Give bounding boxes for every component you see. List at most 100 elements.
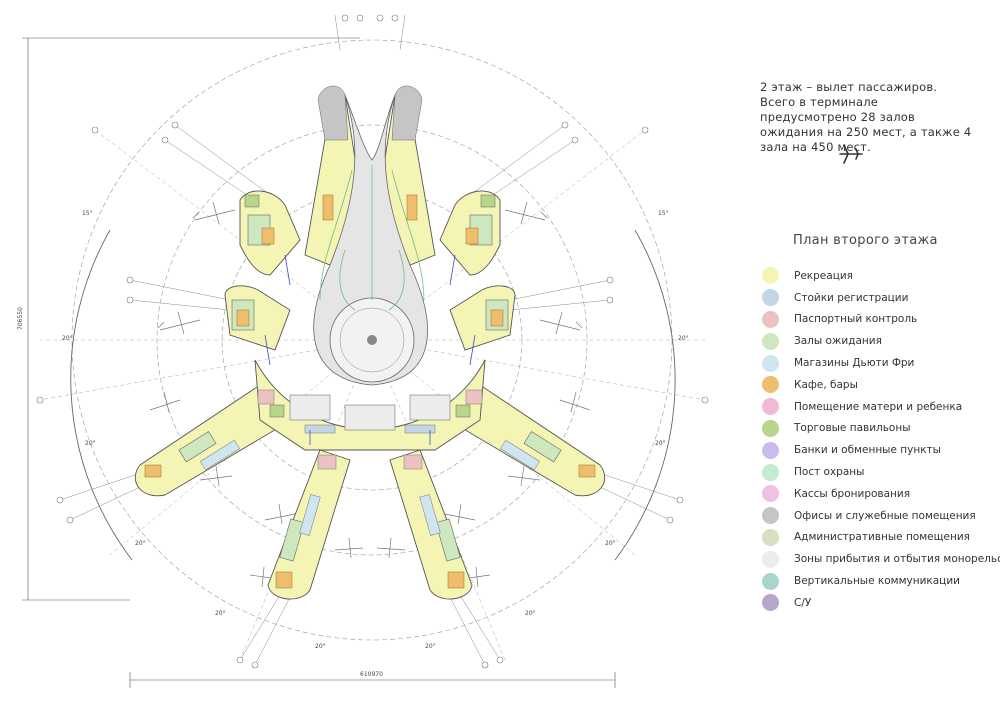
width-dimension-label: 610970 bbox=[360, 671, 383, 678]
legend-swatch bbox=[762, 441, 779, 459]
angle-labels: 15° 15° 20° 20° 20° 20° 20° 20° 20° 20° … bbox=[62, 210, 689, 650]
cafe bbox=[236, 309, 250, 327]
waiting-hall bbox=[435, 518, 461, 562]
gate-markers bbox=[36, 14, 709, 669]
cafe bbox=[465, 227, 479, 245]
legend-title: План второго этажа bbox=[793, 233, 938, 248]
waiting-hall bbox=[178, 431, 217, 463]
legend-item: Паспортный контроль bbox=[762, 309, 992, 331]
legend-swatch bbox=[762, 332, 779, 350]
outer-site-arc bbox=[70, 229, 676, 561]
cafe bbox=[490, 309, 504, 327]
monorail-zone bbox=[289, 394, 331, 421]
legend-label: Зоны прибытия и отбытия монорельса bbox=[794, 553, 1000, 566]
legend-swatch bbox=[762, 507, 779, 525]
legend-label: Административные помещения bbox=[794, 531, 970, 544]
legend-item: Пост охраны bbox=[762, 461, 992, 483]
trade-pavilion bbox=[269, 404, 285, 418]
cafe bbox=[447, 571, 465, 589]
legend-label: Пост охраны bbox=[794, 466, 865, 479]
legend-item: Залы ожидания bbox=[762, 330, 992, 352]
legend-label: Банки и обменные пункты bbox=[794, 444, 941, 457]
angle-label: 20° bbox=[605, 540, 616, 547]
legend-swatch bbox=[762, 594, 779, 612]
service-offices bbox=[391, 85, 423, 141]
legend-label: Залы ожидания bbox=[794, 335, 882, 348]
terminal-building bbox=[134, 85, 606, 600]
landscaping-lines bbox=[319, 165, 425, 311]
south-east-pier bbox=[439, 384, 606, 497]
legend-swatch bbox=[762, 485, 779, 503]
legend-item: Кафе, бары bbox=[762, 374, 992, 396]
duty-free-shop bbox=[419, 494, 441, 536]
legend-label: Кассы бронирования bbox=[794, 487, 911, 500]
cafe bbox=[275, 571, 293, 589]
angle-label: 20° bbox=[215, 610, 226, 617]
passport-control bbox=[465, 389, 483, 405]
passport-control bbox=[317, 454, 337, 470]
angle-label: 20° bbox=[655, 440, 666, 447]
angle-label: 20° bbox=[315, 643, 326, 650]
legend-item: Рекреация bbox=[762, 265, 992, 287]
trade-pavilion bbox=[455, 404, 471, 418]
angle-label: 20° bbox=[62, 335, 73, 342]
legend-swatch bbox=[762, 354, 779, 372]
legend-label: Стойки регистрации bbox=[794, 291, 909, 304]
monorail-zone bbox=[409, 394, 451, 421]
legend-label: Паспортный контроль bbox=[794, 313, 918, 326]
legend-label: Офисы и служебные помещения bbox=[794, 509, 976, 522]
legend-label: С/У bbox=[794, 596, 812, 609]
cafe bbox=[144, 464, 162, 478]
passport-control bbox=[257, 389, 275, 405]
cafe bbox=[406, 194, 418, 221]
legend-swatch bbox=[762, 463, 779, 481]
legend-item: Офисы и служебные помещения bbox=[762, 505, 992, 527]
waiting-hall bbox=[523, 431, 562, 463]
legend-swatch bbox=[762, 550, 779, 568]
passport-control bbox=[403, 454, 423, 470]
legend-item: Помещение матери и ребенка bbox=[762, 396, 992, 418]
radial-gridlines bbox=[39, 129, 706, 661]
legend-label: Кафе, бары bbox=[794, 378, 858, 391]
legend-label: Вертикальные коммуникации bbox=[794, 575, 960, 588]
legend-swatch bbox=[762, 572, 779, 590]
legend-label: Магазины Дьюти Фри bbox=[794, 357, 915, 370]
airplane-icon bbox=[839, 144, 863, 164]
height-dimension-label: 706550 bbox=[17, 307, 24, 330]
duty-free-shop bbox=[500, 439, 540, 471]
legend-swatch bbox=[762, 310, 779, 328]
legend-swatch bbox=[762, 289, 779, 307]
legend-label: Помещение матери и ребенка bbox=[794, 400, 963, 413]
legend-swatch bbox=[762, 376, 779, 394]
legend-item: С/У bbox=[762, 592, 992, 614]
legend-swatch bbox=[762, 419, 779, 437]
aircraft-silhouettes bbox=[149, 201, 591, 588]
monorail-zone bbox=[344, 404, 396, 431]
angle-label: 20° bbox=[525, 610, 536, 617]
legend-item: Вертикальные коммуникации bbox=[762, 570, 992, 592]
terminal-floor-plan: 706550 610970 15° 15° 20° 20° 20° 20° 20… bbox=[17, 14, 709, 688]
duty-free-shop bbox=[299, 494, 321, 536]
check-in-counters bbox=[304, 424, 336, 434]
trade-pavilion bbox=[244, 194, 260, 208]
cafe bbox=[261, 227, 275, 245]
legend-label: Торговые павильоны bbox=[794, 422, 911, 435]
cafe bbox=[322, 194, 334, 221]
trade-pavilion bbox=[480, 194, 496, 208]
blue-annotation-lines bbox=[264, 254, 476, 445]
legend-item: Административные помещения bbox=[762, 527, 992, 549]
check-in-counters bbox=[404, 424, 436, 434]
angle-label: 15° bbox=[658, 210, 669, 217]
legend-item: Зоны прибытия и отбытия монорельса bbox=[762, 548, 1000, 570]
legend-item: Банки и обменные пункты bbox=[762, 439, 992, 461]
duty-free-shop bbox=[200, 439, 240, 471]
legend-label: Рекреация bbox=[794, 269, 853, 282]
angle-label: 15° bbox=[82, 210, 93, 217]
service-offices bbox=[317, 85, 349, 141]
floor-description: 2 этаж – вылет пассажиров. Всего в терми… bbox=[760, 80, 972, 154]
legend-item: Магазины Дьюти Фри bbox=[762, 352, 992, 374]
south-west-pier bbox=[134, 384, 301, 497]
angle-label: 20° bbox=[135, 540, 146, 547]
legend-item: Стойки регистрации bbox=[762, 287, 992, 309]
